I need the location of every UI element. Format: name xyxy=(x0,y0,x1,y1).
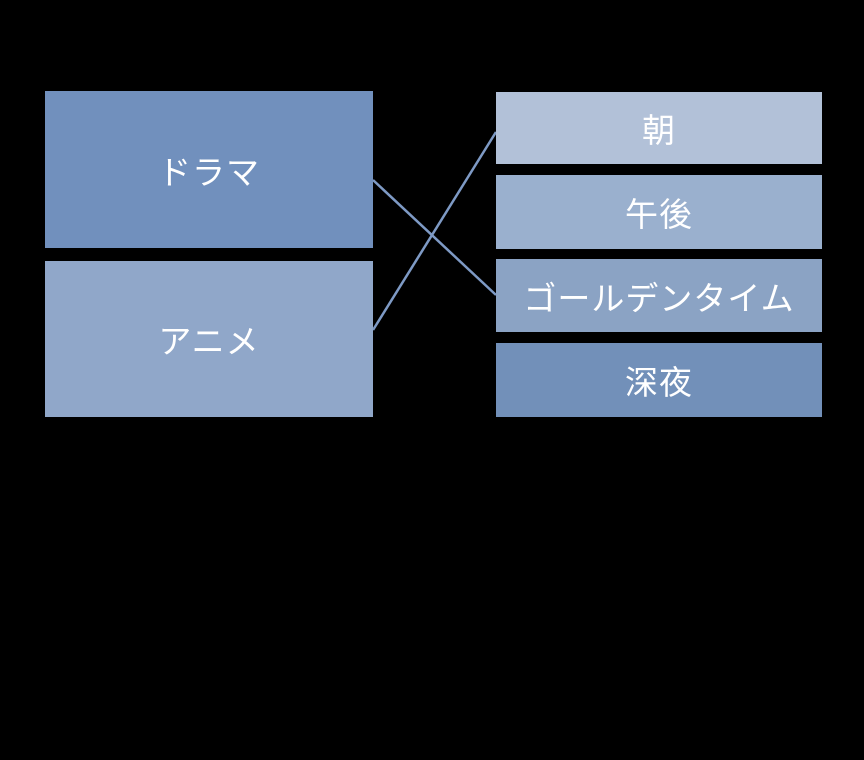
node-anime: アニメ xyxy=(45,261,373,417)
connector-line-anime-morning xyxy=(371,131,498,331)
node-latenight: 深夜 xyxy=(496,343,822,417)
node-anime-label: アニメ xyxy=(158,323,260,360)
node-goldentime: ゴールデンタイム xyxy=(496,259,822,332)
connector-line-drama-goldentime xyxy=(372,179,497,296)
node-morning: 朝 xyxy=(496,92,822,164)
node-afternoon: 午後 xyxy=(496,175,822,249)
node-drama-label: ドラマ xyxy=(158,153,260,191)
node-morning-label: 朝 xyxy=(642,112,676,149)
node-goldentime-label: ゴールデンタイム xyxy=(523,279,795,317)
node-latenight-label: 深夜 xyxy=(625,364,693,401)
node-drama: ドラマ xyxy=(45,91,373,248)
node-afternoon-label: 午後 xyxy=(625,196,693,233)
